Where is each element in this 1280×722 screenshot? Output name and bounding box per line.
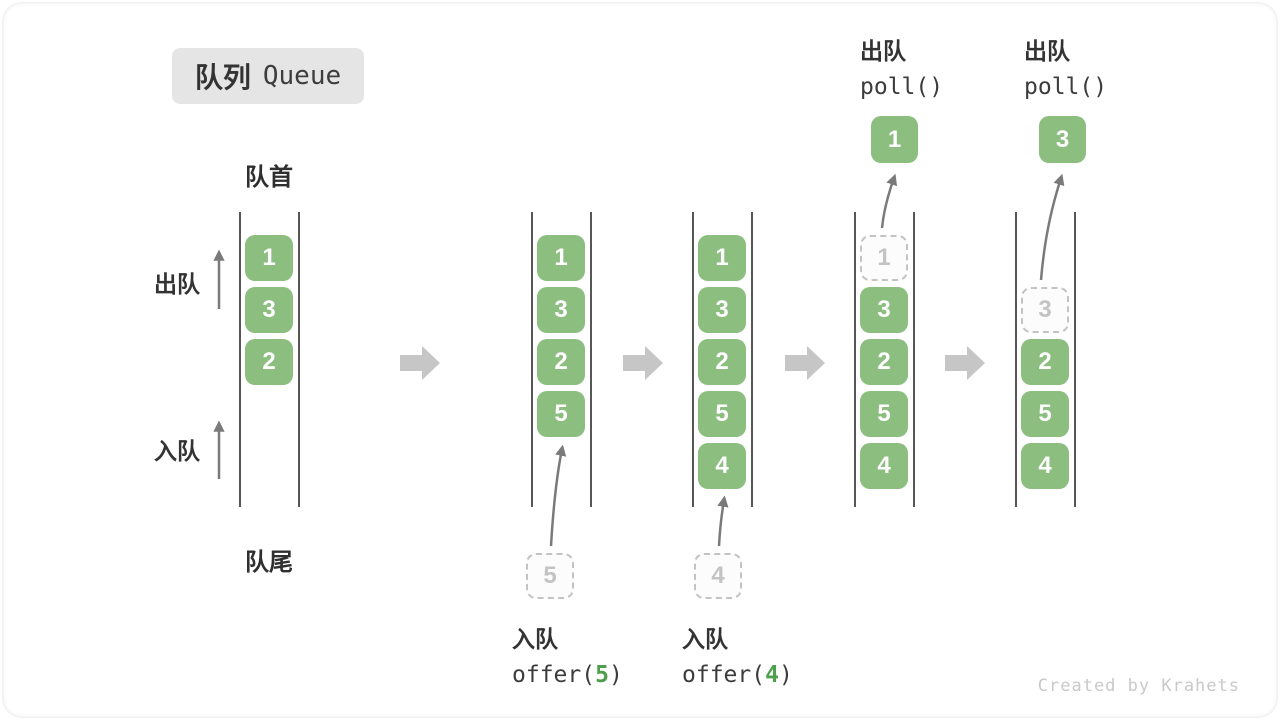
code-fn: offer(	[682, 662, 766, 688]
watermark: Created by Krahets	[1037, 676, 1240, 696]
poll-result-box: 3	[1039, 116, 1086, 163]
queue-wall	[854, 212, 856, 507]
title-zh: 队列	[194, 62, 251, 93]
code-close: )	[608, 662, 623, 688]
queue-state-1: 1 3 2	[239, 212, 300, 507]
queue-wall	[531, 212, 533, 507]
queue-cell: 5	[537, 391, 585, 437]
step-arrow-3-icon	[785, 346, 825, 380]
queue-wall	[239, 212, 241, 507]
queue-cell: 1	[698, 235, 746, 281]
enqueue-op-label: 入队	[682, 626, 728, 652]
queue-cell: 3	[698, 287, 746, 333]
queue-wall	[1015, 212, 1017, 507]
dequeue-op-code: poll()	[1024, 74, 1108, 100]
queue-cell: 2	[860, 339, 908, 385]
label-queue-rear: 队尾	[245, 549, 293, 576]
enqueue-op-code: offer(4)	[682, 662, 793, 688]
queue-cell: 4	[698, 443, 746, 489]
queue-cell: 4	[860, 443, 908, 489]
dequeue-op-1: 出队 poll()	[860, 32, 943, 100]
title-en: Queue	[262, 61, 342, 91]
step-arrow-2-icon	[623, 346, 663, 380]
queue-wall	[751, 212, 753, 507]
queue-cell: 2	[698, 339, 746, 385]
queue-cell: 1	[537, 235, 585, 281]
title-badge: 队列 Queue	[172, 48, 364, 104]
queue-wall	[298, 212, 300, 507]
queue-state-5: 3 2 5 4	[1015, 212, 1076, 507]
enqueue-op-code: offer(5)	[512, 662, 623, 688]
queue-cell: 2	[245, 339, 293, 385]
queue-state-4: 1 3 2 5 4	[854, 212, 915, 507]
queue-cell: 3	[245, 287, 293, 333]
dequeue-op-code: poll()	[860, 74, 944, 100]
queue-cell: 4	[1021, 443, 1069, 489]
enqueue-op-label: 入队	[512, 626, 558, 652]
queue-cell: 3	[537, 287, 585, 333]
queue-wall	[692, 212, 694, 507]
queue-cell: 5	[698, 391, 746, 437]
queue-cell: 2	[537, 339, 585, 385]
queue-cell-removed: 1	[860, 235, 908, 281]
code-arg: 5	[595, 662, 609, 688]
queue-wall	[1074, 212, 1076, 507]
label-enqueue: 入队	[154, 438, 200, 464]
queue-cell: 3	[860, 287, 908, 333]
code-fn: offer(	[512, 662, 596, 688]
queue-wall	[590, 212, 592, 507]
dequeue-op-label: 出队	[1024, 38, 1070, 64]
queue-cell: 1	[245, 235, 293, 281]
enqueue-op-2: 入队 offer(4)	[682, 620, 793, 688]
step-arrow-4-icon	[945, 346, 985, 380]
label-dequeue: 出队	[154, 271, 200, 297]
queue-state-2: 1 3 2 5	[531, 212, 592, 507]
queue-cell-removed: 3	[1021, 287, 1069, 333]
queue-cell: 2	[1021, 339, 1069, 385]
code-arg: 4	[765, 662, 779, 688]
pending-enqueue-box: 4	[694, 553, 742, 599]
queue-cell: 5	[1021, 391, 1069, 437]
step-arrow-1-icon	[400, 346, 440, 380]
dequeue-op-label: 出队	[860, 38, 906, 64]
queue-wall	[913, 212, 915, 507]
enqueue-op-1: 入队 offer(5)	[512, 620, 623, 688]
queue-state-3: 1 3 2 5 4	[692, 212, 753, 507]
pending-enqueue-box: 5	[526, 553, 574, 599]
poll-result-box: 1	[871, 116, 918, 163]
label-queue-front: 队首	[245, 164, 293, 191]
queue-cell: 5	[860, 391, 908, 437]
code-close: )	[778, 662, 793, 688]
dequeue-op-2: 出队 poll()	[1024, 32, 1107, 100]
